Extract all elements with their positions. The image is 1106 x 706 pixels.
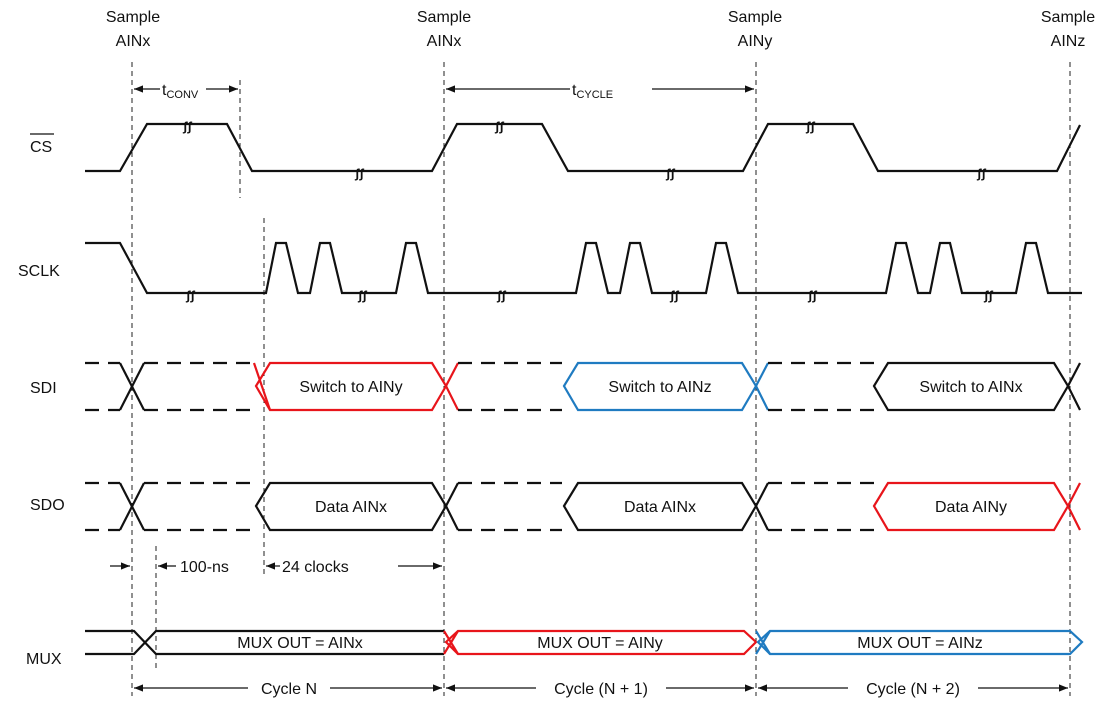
sample-marker-2: Sample AINx — [417, 9, 471, 50]
sdi-frame-1-text: Switch to AINy — [299, 379, 402, 396]
mux-label: MUX — [26, 651, 62, 668]
sdi-waveform: Switch to AINy Switch to AINz Switch to … — [85, 361, 1081, 412]
mux-frame-1-text: MUX OUT = AINx — [237, 635, 363, 652]
cs-waveform: ʃʃ ʃʃ ʃʃ ʃʃ ʃʃ ʃʃ — [85, 119, 1081, 181]
svg-text:Sample: Sample — [728, 9, 782, 26]
svg-text:ʃʃ: ʃʃ — [357, 288, 367, 303]
svg-text:AINz: AINz — [1051, 33, 1086, 50]
sdo-frame-2-text: Data AINx — [624, 499, 696, 516]
svg-text:Sample: Sample — [1041, 9, 1095, 26]
svg-text:ʃʃ: ʃʃ — [182, 119, 192, 134]
cs-label: CS — [30, 139, 52, 156]
svg-text:ʃʃ: ʃʃ — [807, 288, 817, 303]
sdo-label: SDO — [30, 497, 65, 514]
svg-text:Cycle N: Cycle N — [261, 681, 317, 698]
mux-waveform: MUX OUT = AINx MUX OUT = AINy MUX OUT = … — [85, 629, 1084, 656]
svg-text:ʃʃ: ʃʃ — [805, 119, 815, 134]
svg-text:tCONV: tCONV — [162, 82, 199, 101]
svg-text:ʃʃ: ʃʃ — [496, 288, 506, 303]
svg-text:ʃʃ: ʃʃ — [354, 166, 364, 181]
cycle-n1-annotation: Cycle (N + 1) — [446, 681, 754, 698]
svg-text:ʃʃ: ʃʃ — [983, 288, 993, 303]
sclk-break-marks: ʃʃ ʃʃ ʃʃ ʃʃ ʃʃ ʃʃ — [185, 288, 993, 303]
mux-frame-2-text: MUX OUT = AINy — [537, 635, 663, 652]
svg-text:Cycle (N + 1): Cycle (N + 1) — [554, 681, 648, 698]
svg-text:ʃʃ: ʃʃ — [494, 119, 504, 134]
cycle-n-annotation: Cycle N — [134, 681, 442, 698]
guide-lines — [131, 62, 1071, 696]
mux-frame-3-text: MUX OUT = AINz — [857, 635, 983, 652]
sdi-frame-3-text: Switch to AINx — [919, 379, 1022, 396]
sample-marker-1: Sample AINx — [106, 9, 160, 50]
sdi-label: SDI — [30, 380, 57, 397]
svg-text:ʃʃ: ʃʃ — [185, 288, 195, 303]
svg-text:24 clocks: 24 clocks — [282, 559, 349, 576]
sclk-waveform: ʃʃ ʃʃ ʃʃ ʃʃ ʃʃ ʃʃ — [85, 241, 1082, 303]
svg-text:tCYCLE: tCYCLE — [572, 82, 613, 101]
svg-text:AINx: AINx — [427, 33, 462, 50]
cycle-n2-annotation: Cycle (N + 2) — [758, 681, 1068, 698]
sdo-waveform: Data AINx Data AINx Data AINy — [85, 481, 1081, 532]
svg-text:ʃʃ: ʃʃ — [976, 166, 986, 181]
svg-text:Sample: Sample — [417, 9, 471, 26]
sdo-frame-3-text: Data AINy — [935, 499, 1007, 516]
svg-text:ʃʃ: ʃʃ — [669, 288, 679, 303]
sample-marker-4: Sample AINz — [1041, 9, 1095, 50]
cs-break-marks: ʃʃ ʃʃ ʃʃ ʃʃ ʃʃ ʃʃ — [182, 119, 986, 181]
tcycle-annotation: tCYCLE — [446, 82, 754, 101]
sample-marker-3: Sample AINy — [728, 9, 782, 50]
svg-text:100-ns: 100-ns — [180, 559, 229, 576]
tconv-annotation: tCONV — [134, 82, 238, 101]
delay-annotation: 100-ns — [110, 559, 229, 576]
sdi-frame-2-text: Switch to AINz — [608, 379, 711, 396]
svg-text:AINy: AINy — [738, 33, 773, 50]
sdo-frame-1-text: Data AINx — [315, 499, 387, 516]
sclk-label: SCLK — [18, 263, 60, 280]
svg-text:Sample: Sample — [106, 9, 160, 26]
svg-text:Cycle (N + 2): Cycle (N + 2) — [866, 681, 960, 698]
svg-text:AINx: AINx — [116, 33, 151, 50]
clocks-annotation: 24 clocks — [266, 559, 442, 576]
svg-text:ʃʃ: ʃʃ — [665, 166, 675, 181]
